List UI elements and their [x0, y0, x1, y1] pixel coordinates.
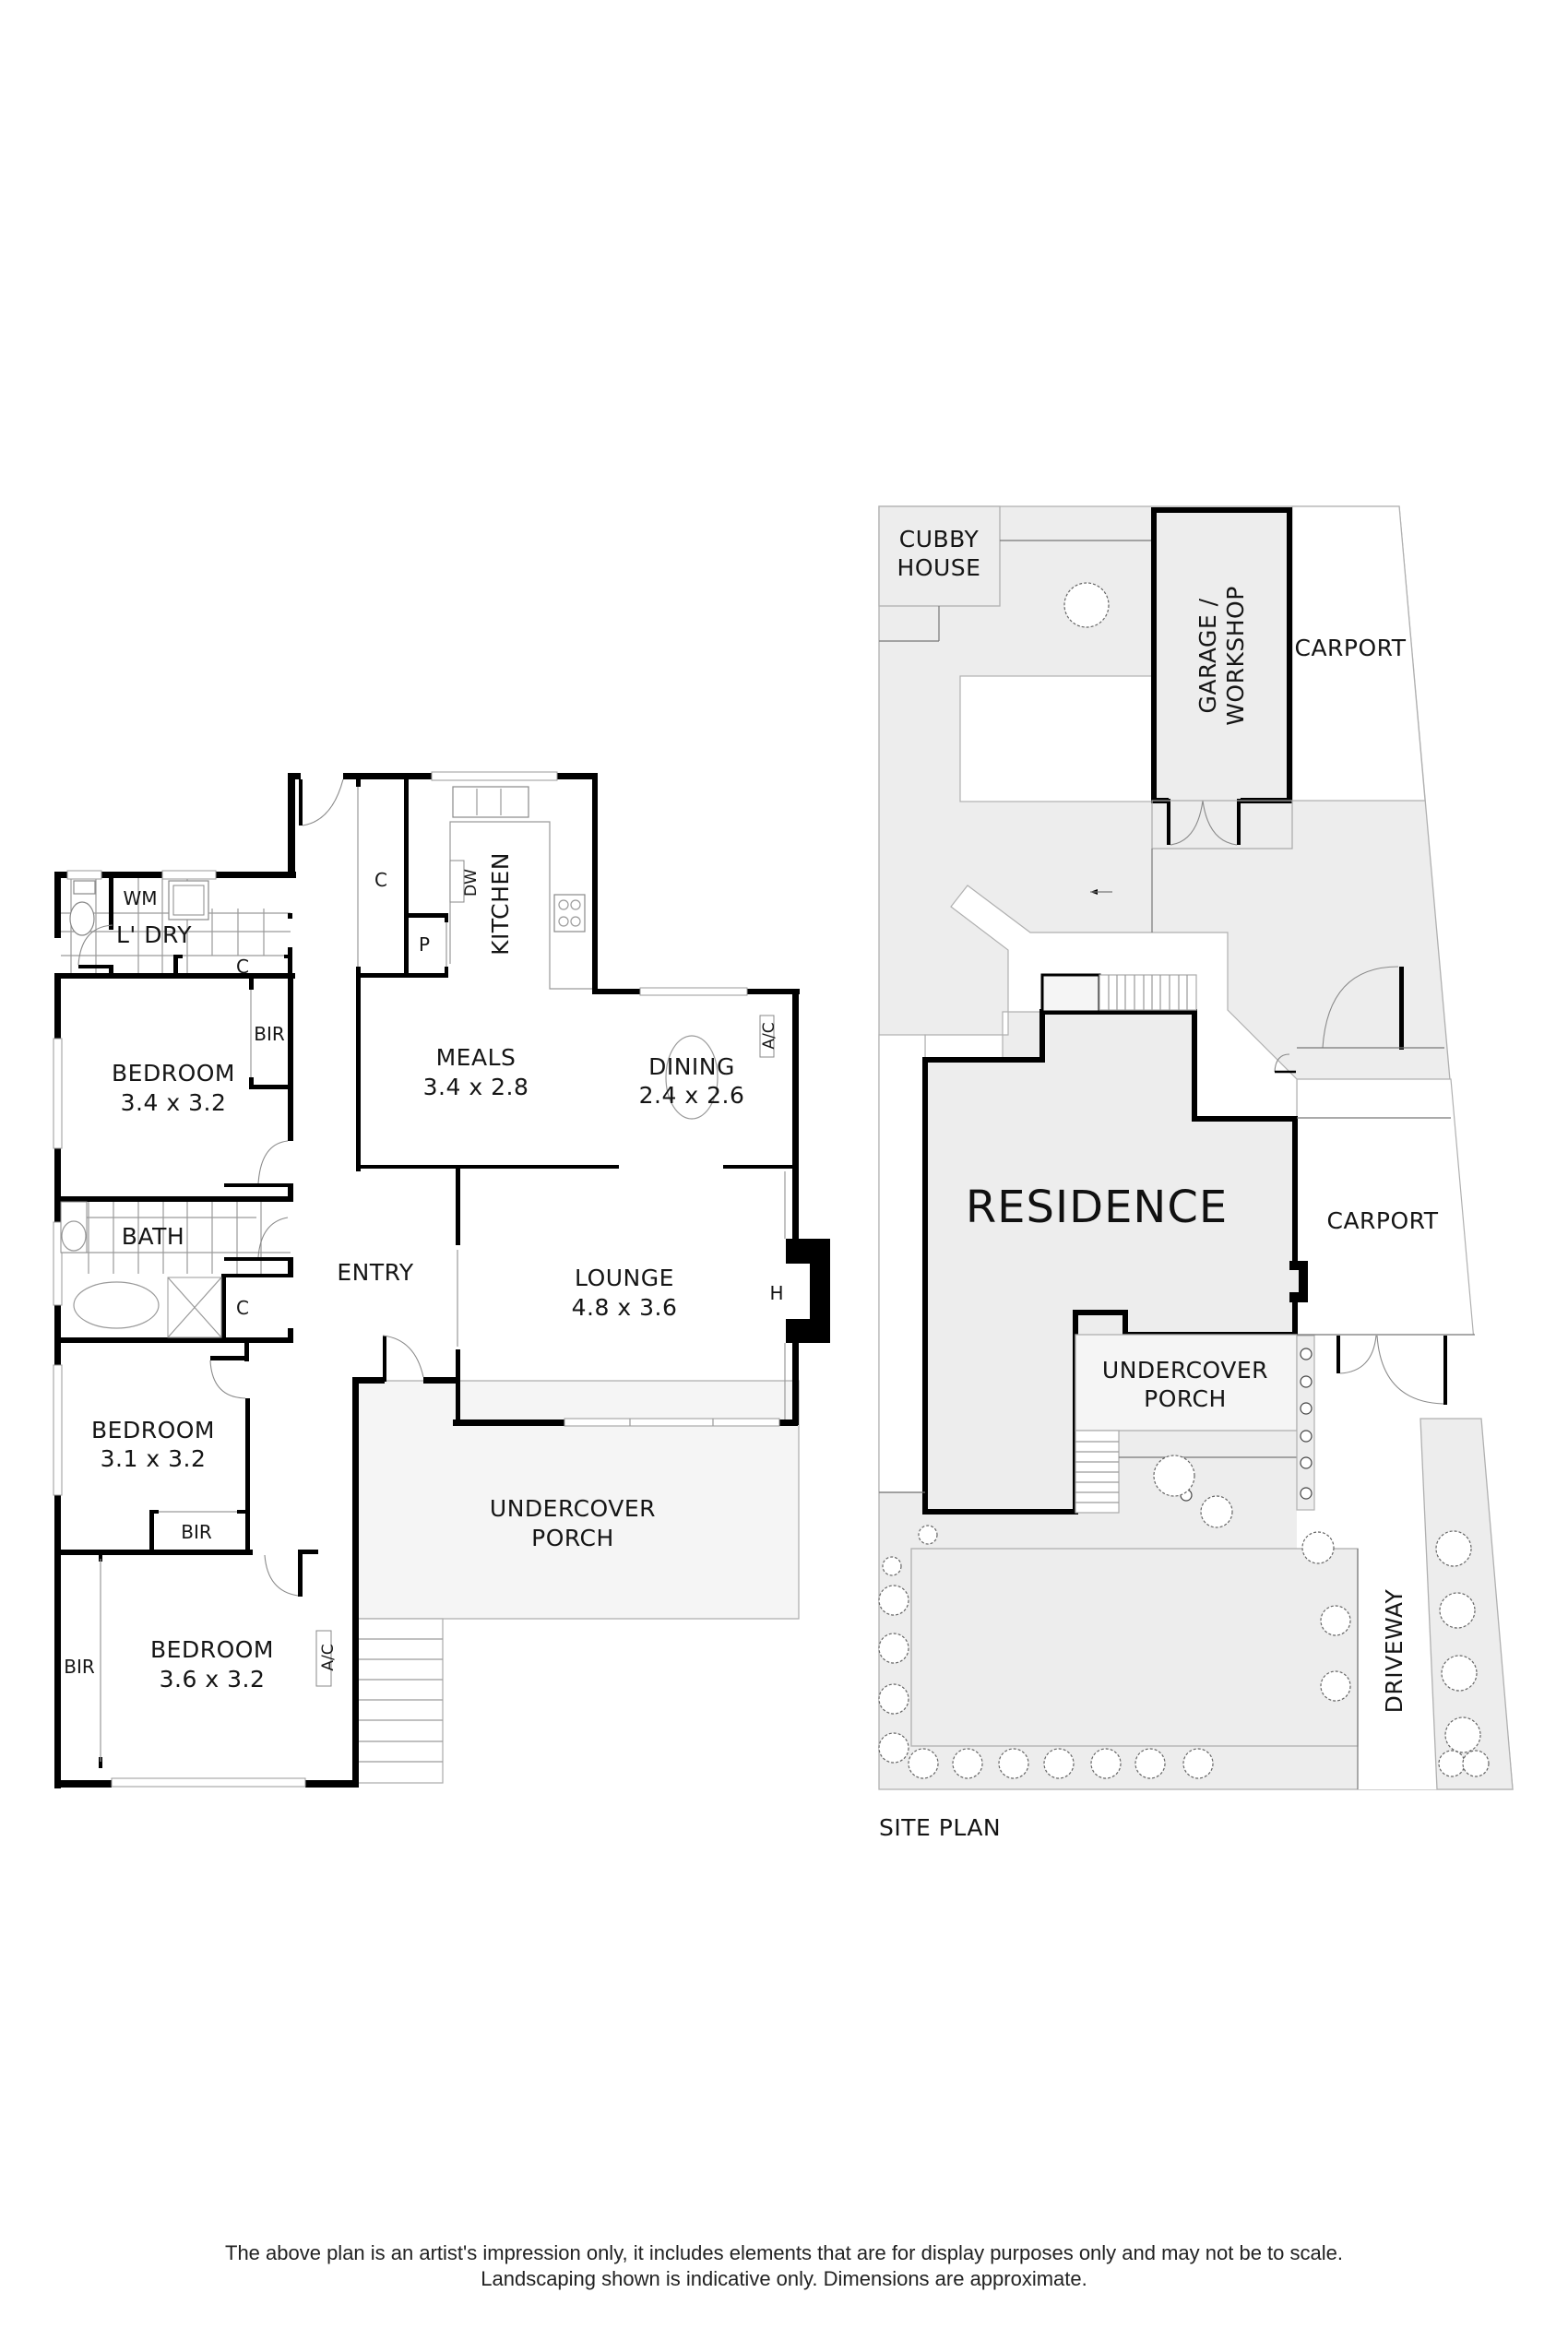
walls	[54, 773, 830, 1788]
label-bedroom-2-bir: BIR	[181, 1521, 212, 1543]
label-cubby-2: HOUSE	[897, 554, 981, 581]
trees	[878, 582, 1490, 1779]
label-bedroom-1: BEDROOM	[112, 1060, 235, 1087]
label-carport-top: CARPORT	[1294, 635, 1406, 661]
label-kitchen: KITCHEN	[487, 852, 514, 956]
label-dining-ac: A/C	[760, 1022, 778, 1049]
label-residence: RESIDENCE	[966, 1182, 1228, 1233]
floor-labels: WM L' DRY C C P DW KITCHEN BEDROOM 3.4 x…	[64, 852, 783, 1693]
site-plan: CUBBY HOUSE GARAGE / WORKSHOP CARPORT RE…	[878, 505, 1514, 1841]
top-stairs	[1099, 974, 1197, 1011]
dims-lounge: 4.8 x 3.6	[572, 1294, 678, 1321]
label-lounge: LOUNGE	[575, 1265, 674, 1291]
driveway-area	[1297, 1335, 1481, 1789]
label-laundry-cupboard: C	[236, 956, 249, 978]
door-swings	[77, 778, 424, 1597]
label-carport-side: CARPORT	[1326, 1207, 1438, 1234]
label-dining: DINING	[648, 1053, 735, 1080]
label-garage: GARAGE /	[1194, 598, 1221, 713]
white-pad	[959, 675, 1153, 802]
side-path	[878, 1034, 926, 1493]
porch-stairs	[1075, 1430, 1120, 1514]
label-bedroom-3-ac: A/C	[319, 1644, 338, 1670]
windows	[53, 771, 780, 1788]
label-entry: ENTRY	[337, 1259, 414, 1286]
dims-meals: 3.4 x 2.8	[423, 1074, 529, 1100]
label-bedroom-3: BEDROOM	[150, 1636, 274, 1663]
site-plan-title: SITE PLAN	[879, 1814, 1001, 1841]
site-porch	[1075, 1334, 1298, 1431]
porch-steps	[355, 1618, 444, 1784]
label-porch: UNDERCOVER	[490, 1495, 656, 1522]
disclaimer-line-1: The above plan is an artist's impression…	[225, 2241, 1343, 2264]
label-cubby: CUBBY	[899, 526, 980, 552]
label-bath: BATH	[122, 1223, 184, 1250]
label-meals: MEALS	[436, 1044, 517, 1071]
cubby-house	[878, 505, 1001, 607]
label-heater: H	[769, 1282, 783, 1304]
dims-bedroom-3: 3.6 x 3.2	[160, 1666, 266, 1693]
label-wm: WM	[123, 887, 157, 909]
label-site-porch: UNDERCOVER	[1102, 1357, 1268, 1384]
label-laundry: L' DRY	[116, 921, 192, 948]
label-pantry: P	[419, 933, 430, 956]
floor-plan: WM L' DRY C C P DW KITCHEN BEDROOM 3.4 x…	[53, 771, 830, 1788]
dims-bedroom-1: 3.4 x 3.2	[121, 1089, 227, 1116]
dims-dining: 2.4 x 2.6	[639, 1082, 745, 1109]
label-bedroom-2: BEDROOM	[91, 1417, 215, 1443]
label-dishwasher: DW	[462, 869, 481, 897]
label-bedroom-3-bir: BIR	[64, 1656, 95, 1678]
fixtures	[60, 786, 786, 1687]
disclaimer-line-2: Landscaping shown is indicative only. Di…	[481, 2267, 1087, 2290]
label-porch-2: PORCH	[531, 1525, 614, 1551]
site-labels: CUBBY HOUSE GARAGE / WORKSHOP CARPORT RE…	[879, 526, 1438, 1841]
label-site-porch-2: PORCH	[1144, 1385, 1227, 1412]
label-garage-2: WORKSHOP	[1222, 586, 1249, 726]
label-driveway: DRIVEWAY	[1381, 1588, 1408, 1713]
dims-bedroom-2: 3.1 x 3.2	[101, 1445, 207, 1472]
label-hall-cupboard: C	[374, 869, 387, 891]
label-bedroom-1-bir: BIR	[254, 1023, 285, 1045]
label-bath-cupboard: C	[236, 1297, 249, 1319]
lawn	[910, 1548, 1359, 1747]
